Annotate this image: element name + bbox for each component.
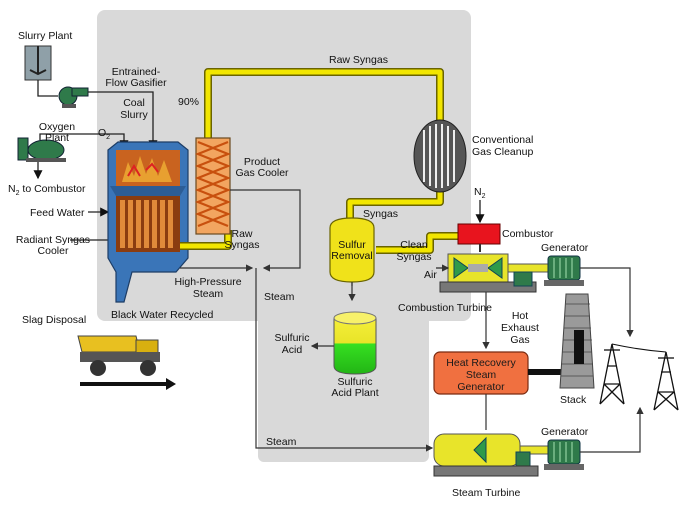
steam-lines <box>180 189 434 452</box>
sulfur-removal-vessel <box>329 217 375 302</box>
label-slurry: Slurry <box>120 109 148 121</box>
label-generator-top: Generator <box>541 242 589 254</box>
label-acid: Acid <box>281 344 303 356</box>
label-gas: Gas <box>510 334 530 346</box>
label-hot: Hot <box>511 310 529 322</box>
label-high-pressure-steam: Steam <box>192 288 224 300</box>
conventional-gas-cleanup-icon <box>413 119 467 193</box>
oxygen-plant-icon <box>17 133 129 180</box>
sulfuric-acid-plant-tank <box>310 311 377 375</box>
label-radiant-cooler: Cooler <box>37 245 69 257</box>
product-gas-cooler <box>195 137 231 235</box>
label-oxygen: Oxygen <box>38 121 76 133</box>
label-n2-top: N2 <box>474 186 486 201</box>
label-raw-syngas-top: Raw Syngas <box>329 54 388 66</box>
gasifier-vessel <box>107 141 189 303</box>
label-oxygen-plant: Plant <box>45 132 69 144</box>
label-feed-water: Feed Water <box>30 207 85 219</box>
label-heat-recovery: Heat Recovery <box>446 357 516 369</box>
label-sulfuric-plant: Sulfuric <box>337 376 373 388</box>
steam-turbine <box>433 433 549 477</box>
label-raw-syngas: Syngas <box>224 239 260 251</box>
power-transmission-towers <box>599 343 679 411</box>
combustion-turbine <box>436 253 549 293</box>
slurry-plant-icon <box>24 45 52 81</box>
label-slurry-plant: Slurry Plant <box>18 30 73 42</box>
label-o2: O2 <box>98 127 111 142</box>
label-ninety-percent: 90% <box>178 96 200 108</box>
label-steam-mid: Steam <box>264 291 295 303</box>
label-exhaust: Exhaust <box>501 322 539 334</box>
label-coal: Coal <box>123 97 145 109</box>
label-conventional: Conventional <box>472 134 534 146</box>
label-hrsg-steam: Steam <box>465 369 497 381</box>
label-n2-to-combustor: N2 to Combustor <box>8 183 86 198</box>
raw-syngas-pipe <box>180 68 458 254</box>
label-air: Air <box>424 269 437 281</box>
label-gas-cleanup: Gas Cleanup <box>472 146 534 158</box>
label-generator-bottom: Generator <box>541 426 589 438</box>
label-raw: Raw <box>231 228 253 240</box>
label-clean-syngas: Syngas <box>396 251 432 263</box>
label-entrained-flow-2: Flow Gasifier <box>105 77 167 89</box>
label-black-water-recycled: Black Water Recycled <box>111 309 214 321</box>
label-entrained-flow-1: Entrained- <box>111 66 161 78</box>
combustor-box <box>457 200 501 252</box>
label-combustor: Combustor <box>502 228 554 240</box>
generator-top <box>544 255 634 338</box>
label-stack: Stack <box>560 394 587 406</box>
label-high-pressure: High-Pressure <box>174 276 242 288</box>
label-gas-cooler: Gas Cooler <box>235 167 289 179</box>
label-combustion-turbine: Combustion Turbine <box>398 302 492 314</box>
label-sulfuric: Sulfuric <box>274 332 310 344</box>
label-clean: Clean <box>400 239 428 251</box>
label-steam-bottom: Steam <box>266 436 297 448</box>
label-product: Product <box>243 156 281 168</box>
slag-truck-icon <box>77 335 176 390</box>
slurry-pump-icon <box>37 80 158 150</box>
label-syngas: Syngas <box>363 208 399 220</box>
label-hrsg-generator: Generator <box>457 381 505 393</box>
label-acid-plant: Acid Plant <box>331 387 379 399</box>
label-radiant-syngas: Radiant Syngas <box>15 234 91 246</box>
label-steam-turbine: Steam Turbine <box>452 487 521 499</box>
label-slag-disposal: Slag Disposal <box>22 314 87 326</box>
label-removal: Removal <box>331 250 373 262</box>
stack-chimney <box>559 293 595 389</box>
generator-bottom <box>544 406 644 470</box>
label-sulfur: Sulfur <box>338 239 366 251</box>
